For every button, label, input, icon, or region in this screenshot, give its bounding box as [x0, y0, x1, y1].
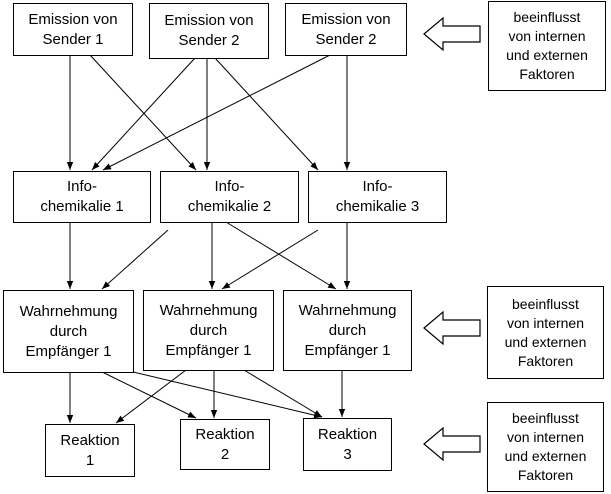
influence-note-2: beeinflusst von internen und externen Fa…	[487, 286, 604, 379]
emission-box-3: Emission von Sender 2	[285, 3, 407, 56]
edge-perception-2-to-reaction-3	[243, 369, 323, 418]
edge-emission-2-to-info-3	[214, 57, 319, 171]
edge-emission-2-to-info-1	[91, 57, 196, 171]
reaction-box-3: Reaktion 3	[303, 418, 392, 471]
perception-box-3: Wahrnehmung durch Empfänger 1	[283, 290, 412, 371]
edge-perception-1-to-reaction-2	[93, 367, 197, 419]
influence-note-3: beeinflusst von internen und externen Fa…	[487, 402, 604, 492]
hollow-arrow-left-icon	[423, 310, 481, 346]
hollow-arrow-left-icon	[423, 426, 481, 462]
edge-emission-1-to-info-2	[89, 54, 197, 171]
infochemical-box-2: Info- chemikalie 2	[160, 171, 299, 223]
edge-emission-3-to-info-1	[102, 54, 331, 171]
reaction-box-2: Reaktion 2	[180, 419, 270, 470]
infochemical-box-3: Info- chemikalie 3	[308, 171, 447, 223]
infochemical-box-1: Info- chemikalie 1	[13, 171, 151, 223]
edge-info-2-to-perception-3	[225, 221, 337, 290]
edge-perception-1-to-reaction-3	[107, 365, 323, 419]
edge-info-2-to-perception-1	[101, 229, 169, 290]
perception-box-1: Wahrnehmung durch Empfänger 1	[3, 290, 134, 373]
perception-box-2: Wahrnehmung durch Empfänger 1	[143, 290, 274, 371]
emission-box-2: Emission von Sender 2	[149, 3, 269, 59]
reaction-box-1: Reaktion 1	[45, 424, 135, 477]
edge-perception-2-to-reaction-1	[115, 369, 187, 424]
influence-note-1: beeinflusst von internen und externen Fa…	[488, 1, 606, 91]
emission-box-1: Emission von Sender 1	[13, 3, 133, 56]
hollow-arrow-left-icon	[423, 16, 481, 52]
edge-info-3-to-perception-2	[221, 229, 319, 290]
